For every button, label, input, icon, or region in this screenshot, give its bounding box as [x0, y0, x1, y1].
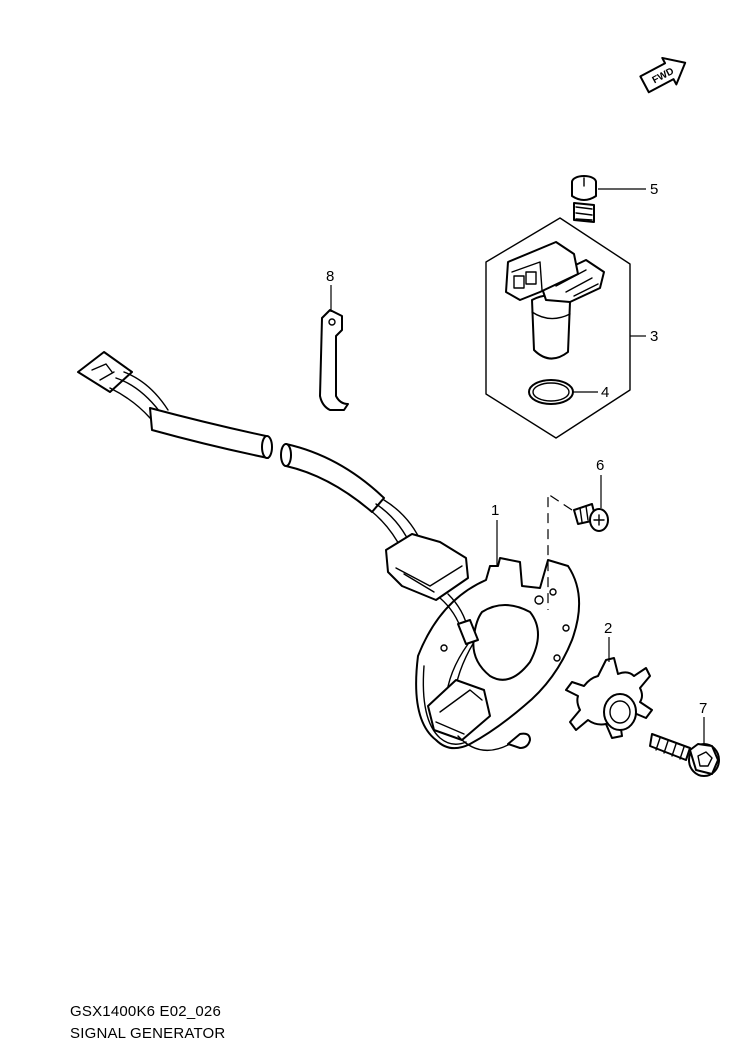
part-4-o-ring [528, 379, 574, 405]
callout-7: 7 [699, 700, 707, 717]
part-7-bolt [649, 733, 720, 777]
callout-3: 3 [650, 328, 658, 345]
callout-4: 4 [601, 384, 609, 401]
callouts: 1 2 3 4 5 6 7 8 [326, 181, 707, 745]
diagram-title: SIGNAL GENERATOR [70, 1025, 226, 1042]
callout-2: 2 [604, 620, 612, 637]
callout-8: 8 [326, 268, 334, 285]
callout-6: 6 [596, 457, 604, 474]
part-8-clamp [319, 309, 349, 411]
part-6-screw [573, 503, 609, 532]
callout-5: 5 [650, 181, 658, 198]
fwd-arrow-icon: FWD [639, 56, 687, 94]
assembly-line [547, 492, 573, 610]
part-1-signal-generator-assembly [385, 533, 581, 752]
part-2-rotor [565, 657, 653, 739]
diagram-code: GSX1400K6 E02_026 [70, 1003, 222, 1020]
part-3-sensor [485, 217, 631, 439]
wire-harness [77, 351, 423, 551]
part-5-bolt [571, 175, 597, 223]
callout-1: 1 [491, 502, 499, 519]
